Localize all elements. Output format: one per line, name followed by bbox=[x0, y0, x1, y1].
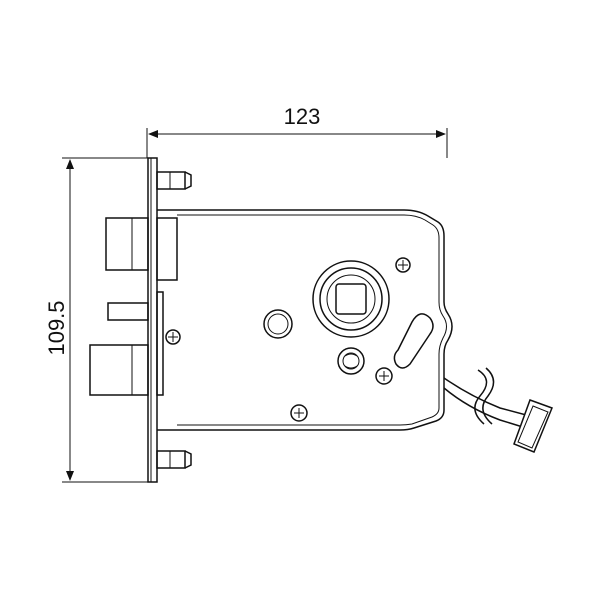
cylinder-hole-inner bbox=[267, 313, 289, 335]
cable-upper bbox=[443, 377, 531, 417]
faceplate bbox=[147, 157, 158, 483]
hub-inner-ring bbox=[326, 274, 376, 324]
cable-lower bbox=[443, 387, 527, 429]
dead-bolt-guide bbox=[156, 291, 164, 396]
pin-top-tip bbox=[184, 171, 192, 190]
spindle-square-hole bbox=[335, 283, 367, 315]
lock-case-inner-outline bbox=[177, 214, 447, 426]
screw-cross-icon bbox=[379, 371, 389, 381]
cable-connector-inner bbox=[517, 405, 549, 449]
latch-housing bbox=[156, 217, 178, 281]
cam-slot bbox=[393, 313, 434, 369]
screw-head bbox=[375, 367, 393, 385]
dead-bolt-body bbox=[89, 344, 149, 396]
latch-bolt bbox=[105, 217, 178, 281]
pin-bottom-body bbox=[156, 450, 186, 469]
guide-bolt bbox=[107, 302, 149, 321]
screw-cross-icon bbox=[294, 408, 304, 418]
lock-case bbox=[157, 209, 453, 431]
screw-top-right bbox=[395, 257, 411, 273]
small-hub-inner bbox=[342, 352, 360, 370]
cable-connector bbox=[513, 399, 553, 453]
screw-middle bbox=[375, 367, 393, 385]
cable-assembly bbox=[443, 367, 553, 453]
mounting-pin-bottom bbox=[156, 450, 192, 469]
cable-break-mark bbox=[474, 369, 488, 425]
width-dimension: 123 bbox=[146, 104, 448, 158]
spindle-hub bbox=[312, 260, 390, 338]
pin-bottom-tip bbox=[184, 450, 192, 469]
screw-head bbox=[290, 404, 308, 422]
cable-break-mark-2 bbox=[482, 367, 495, 425]
mounting-pin-top bbox=[156, 171, 192, 190]
screw-faceplate bbox=[165, 329, 181, 345]
hub-middle-ring bbox=[319, 267, 383, 331]
cylinder-hole bbox=[263, 309, 293, 339]
latch-bolt-body bbox=[105, 217, 149, 271]
cam-slot-outline bbox=[393, 313, 434, 369]
screw-bottom bbox=[290, 404, 308, 422]
small-hub bbox=[337, 347, 365, 375]
width-label: 123 bbox=[284, 104, 321, 129]
screw-cross-icon bbox=[398, 260, 408, 270]
hub-outer-ring bbox=[312, 260, 390, 338]
faceplate-front bbox=[147, 157, 158, 483]
screw-cross-icon bbox=[168, 332, 178, 342]
pin-top-body bbox=[156, 171, 186, 190]
screw-head bbox=[395, 257, 411, 273]
lock-case-outline bbox=[157, 209, 453, 431]
cylinder-hole-outer bbox=[263, 309, 293, 339]
screw-head bbox=[165, 329, 181, 345]
small-hub-detail bbox=[344, 353, 358, 369]
guide-bolt-body bbox=[107, 302, 149, 321]
small-hub-outer bbox=[337, 347, 365, 375]
dead-bolt bbox=[89, 291, 164, 396]
height-dimension: 109.5 bbox=[44, 157, 150, 483]
height-label: 109.5 bbox=[44, 300, 69, 355]
